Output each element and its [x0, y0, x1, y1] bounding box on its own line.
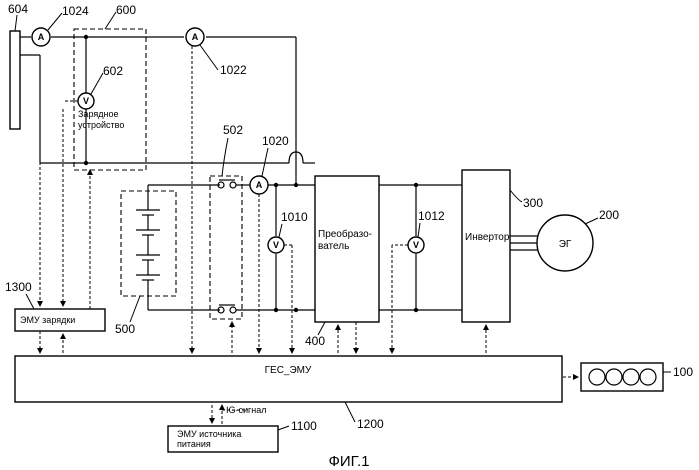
charging-inlet [10, 31, 20, 129]
charge-ecu-label: ЭМУ зарядки [20, 315, 75, 325]
leader-1024 [48, 13, 62, 30]
ref-1300: 1300 [5, 280, 32, 294]
svg-text:A: A [38, 32, 45, 42]
relay-boundary [210, 176, 242, 319]
ref-1012: 1012 [418, 209, 445, 223]
leader-1100 [278, 426, 289, 430]
relay-contact [230, 307, 236, 313]
voltmeter-1012: V [408, 237, 424, 253]
leader-1300 [26, 294, 34, 309]
ref-602: 602 [103, 64, 123, 78]
leader-1200 [345, 402, 355, 422]
ref-1024: 1024 [62, 4, 89, 18]
leader-200 [585, 218, 598, 224]
ref-502: 502 [223, 123, 243, 137]
leader-502 [222, 138, 228, 176]
charger-label: Зарядное устройство [78, 109, 124, 130]
svg-text:A: A [256, 180, 263, 190]
svg-text:V: V [413, 240, 419, 250]
ammeter-1020: A [250, 176, 268, 194]
ref-1020: 1020 [262, 134, 289, 148]
leader-604 [15, 15, 17, 31]
hev-ecu-block [15, 356, 562, 402]
leader-1022 [200, 45, 218, 70]
inverter-block [462, 170, 510, 322]
ref-1022: 1022 [220, 63, 247, 77]
svg-text:A: A [192, 32, 199, 42]
leader-1020 [262, 148, 268, 176]
ref-400: 400 [305, 334, 325, 348]
ref-100: 100 [673, 365, 693, 379]
inverter-label: Инвертор [465, 232, 510, 243]
figure-caption: ФИГ.1 [329, 453, 370, 470]
ammeter-1022: A [186, 28, 204, 46]
junction-dot [294, 308, 298, 312]
ref-1100: 1100 [291, 419, 317, 433]
leader-602 [91, 73, 103, 94]
leader-300 [510, 190, 522, 202]
svg-text:V: V [83, 96, 89, 106]
leader-600 [105, 12, 116, 29]
ref-1010: 1010 [281, 210, 308, 224]
leader-1010 [279, 224, 282, 237]
ref-604: 604 [8, 2, 28, 16]
ref-500: 500 [115, 322, 135, 336]
ref-600: 600 [116, 3, 136, 17]
hev-ecu-label: ГЕС_ЭМУ [265, 365, 312, 376]
relay-contact [230, 182, 236, 188]
leader-500 [130, 296, 140, 322]
generator-label: ЭГ [559, 239, 572, 250]
ref-200: 200 [599, 208, 619, 222]
svg-text:V: V [273, 240, 279, 250]
ammeter-1024: A [32, 28, 50, 46]
ig-signal-label: IG-сигнал [226, 405, 267, 415]
voltmeter-1010: V [268, 237, 284, 253]
leader-1012 [418, 223, 420, 237]
ref-1200: 1200 [357, 417, 384, 431]
voltmeter-602: V [78, 93, 94, 109]
ref-300: 300 [523, 196, 543, 210]
